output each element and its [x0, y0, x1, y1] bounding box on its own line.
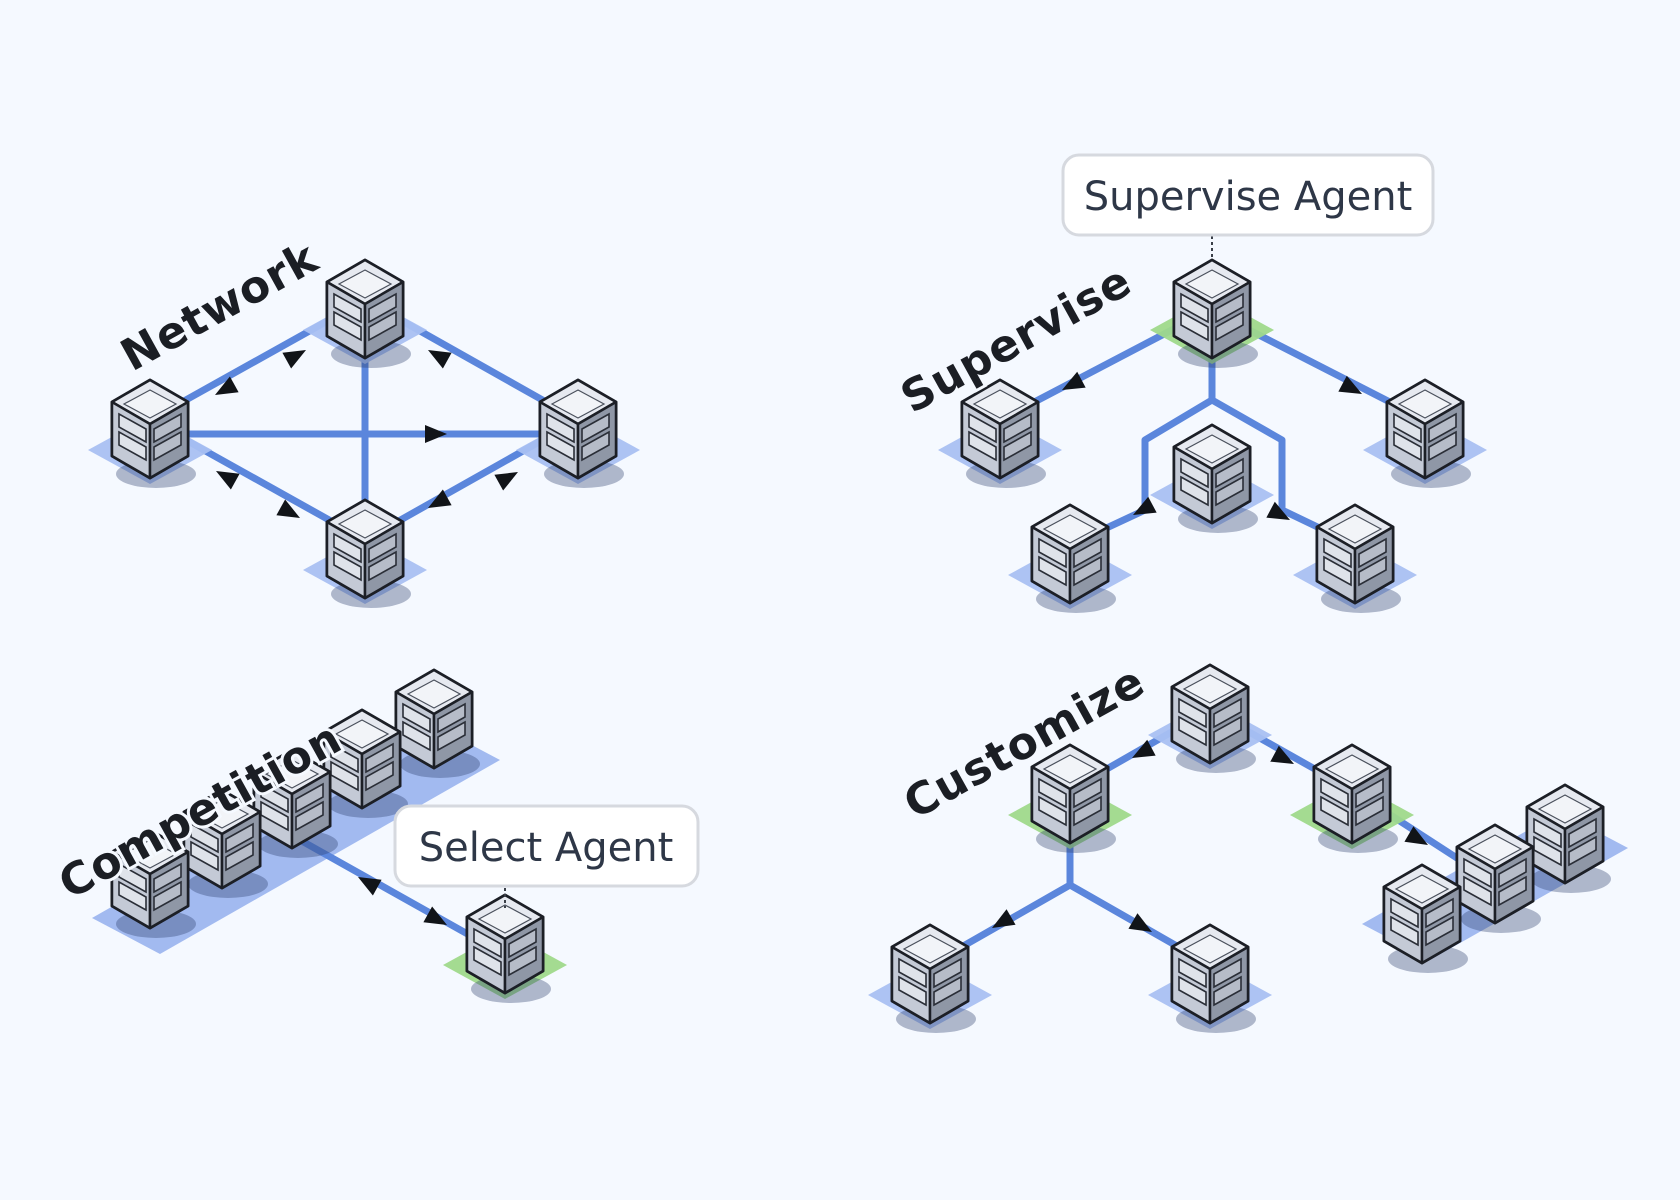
customize-nodes — [868, 663, 1613, 1035]
server-cube-icon[interactable] — [465, 893, 553, 1005]
server-cube-icon[interactable] — [1172, 258, 1260, 370]
select-agent-callout: Select Agent — [393, 804, 700, 888]
server-cube-icon[interactable] — [325, 498, 413, 610]
server-cube-icon[interactable] — [1385, 378, 1473, 490]
server-cube-icon[interactable] — [890, 923, 978, 1035]
customize-diagram: Customize — [868, 653, 1628, 1035]
arrowhead-icon — [425, 425, 447, 443]
server-cube-icon[interactable] — [1030, 743, 1118, 855]
supervise-diagram: Supervise Agent Supervise — [890, 153, 1487, 615]
server-cube-icon[interactable] — [325, 258, 413, 370]
competition-diagram: Select Agent Competition — [48, 668, 700, 1005]
server-cube-icon[interactable] — [960, 378, 1048, 490]
server-cube-icon[interactable] — [1030, 503, 1118, 615]
server-cube-icon[interactable] — [1312, 743, 1400, 855]
server-cube-icon[interactable] — [1170, 923, 1258, 1035]
supervise-agent-label: Supervise Agent — [1084, 174, 1413, 220]
server-cube-icon[interactable] — [110, 378, 198, 490]
server-cube-icon[interactable] — [394, 668, 482, 780]
server-cube-icon[interactable] — [1315, 503, 1403, 615]
supervise-agent-callout: Supervise Agent — [1061, 153, 1435, 237]
network-diagram: Network — [88, 229, 640, 610]
server-cube-icon[interactable] — [1170, 663, 1258, 775]
server-cube-icon[interactable] — [538, 378, 626, 490]
server-cube-icon[interactable] — [1525, 783, 1613, 895]
customize-title: Customize — [896, 656, 1154, 830]
server-cube-icon[interactable] — [1172, 423, 1260, 535]
select-agent-label: Select Agent — [419, 825, 674, 871]
